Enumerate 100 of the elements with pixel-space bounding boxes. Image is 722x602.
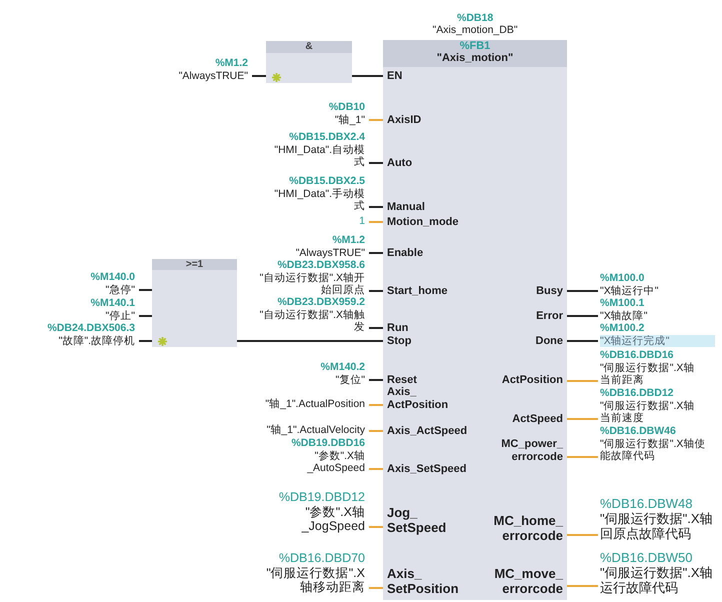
pin-label: Manual <box>387 200 425 214</box>
operand-name: "急停" <box>104 284 135 296</box>
connector-line <box>369 206 383 208</box>
function-block <box>383 40 567 600</box>
operand-address: %DB23.DBX959.2 <box>276 296 365 309</box>
operand-name: "伺服运行数据".X轴运行故障代码 <box>600 565 714 595</box>
block-title: & <box>304 41 314 53</box>
operand-address: %M100.1 <box>600 297 646 310</box>
operand-name: "轴_1".ActualVelocity <box>266 424 365 437</box>
operand-address: %M1.2 <box>214 57 248 70</box>
instance-db-name: "Axis_motion_DB" <box>432 24 518 36</box>
pin-label: Jog_SetSpeed <box>387 504 448 534</box>
pin-label: ActSpeed <box>512 412 563 426</box>
connector-line <box>567 290 598 292</box>
operand-address: %DB19.DBD16 <box>290 437 365 450</box>
connector-line <box>369 221 383 223</box>
operand-address: %DB10 <box>328 101 365 114</box>
operand-address: %DB24.DBX506.3 <box>46 322 135 335</box>
pin-label: MC_move_errorcode <box>493 566 563 596</box>
connector-line <box>369 290 383 292</box>
instance-db-address: %DB18 <box>457 12 494 24</box>
pin-label: Axis_SetSpeed <box>387 462 466 476</box>
connector-line <box>567 380 598 382</box>
operand-address: %M100.0 <box>600 272 646 285</box>
connector-line <box>567 315 598 317</box>
pin-label: Enable <box>387 246 424 260</box>
operand-name: "伺服运行数据".X轴当前距离 <box>600 362 696 387</box>
pin-label: Busy <box>536 284 563 298</box>
pin-label: Reset <box>387 374 417 386</box>
connector-line <box>139 340 152 342</box>
connector-line <box>567 340 598 342</box>
operand-name: "参数".X轴_AutoSpeed <box>306 450 365 475</box>
operand-address: %DB15.DBX2.5 <box>288 175 365 188</box>
pin-label: MC_power_errorcode <box>500 438 563 464</box>
pin-label: Axis_SetPosition <box>387 566 460 596</box>
operand-name: "HMI_Data".自动模式 <box>273 144 365 169</box>
pin-label: Axis_ActSpeed <box>387 424 468 438</box>
connector-line <box>369 252 383 254</box>
operand-name: "X轴运行完成" <box>600 334 715 348</box>
connector-line <box>369 327 383 329</box>
operand-name: "伺服运行数据".X轴移动距离 <box>265 566 365 595</box>
connector-line <box>252 75 266 77</box>
operand-name: "AlwaysTRUE" <box>178 70 248 82</box>
connector-line <box>352 75 383 77</box>
connector-line <box>369 379 383 381</box>
block-name: "Axis_motion" <box>436 52 514 64</box>
pin-label: MC_home_errorcode <box>492 512 563 542</box>
pin-label: Error <box>536 310 563 322</box>
connector-line <box>369 468 383 470</box>
operand-address: %DB23.DBX958.6 <box>276 259 365 272</box>
pin-label: Stop <box>387 334 412 348</box>
operand-address: %DB16.DBD12 <box>600 387 675 400</box>
pin-label: Run <box>387 322 408 334</box>
pin-label: Axis_ActPosition <box>387 386 450 412</box>
logic-gate-block <box>152 259 237 347</box>
pin-label: Auto <box>387 156 412 170</box>
operand-address: %DB16.DBW46 <box>600 425 677 438</box>
operand-address: %DB16.DBW48 <box>600 496 694 511</box>
operand-name: "自动运行数据".X轴开始回原点 <box>258 272 365 297</box>
pin-label: ActPosition <box>502 374 563 386</box>
operand-name: "伺服运行数据".X轴当前速度 <box>600 400 696 425</box>
connector-line <box>369 162 383 164</box>
operand-name: "轴_1".ActualPosition <box>265 398 365 411</box>
connector-line <box>369 119 383 121</box>
operand-name: "伺服运行数据".X轴使能故障代码 <box>600 438 706 463</box>
operand-name: "AlwaysTRUE" <box>294 246 365 260</box>
connector-line <box>369 526 383 528</box>
connector-line <box>139 289 152 291</box>
operand-address: %DB16.DBD70 <box>278 551 365 566</box>
pin-label: Done <box>536 334 563 348</box>
operand-address: %M140.1 <box>90 297 135 310</box>
operand-address: %M140.2 <box>320 361 365 374</box>
connector-line <box>567 418 598 420</box>
connector-line <box>567 585 598 587</box>
operand-address: %M140.0 <box>90 271 135 284</box>
connector-line <box>567 456 598 458</box>
operand-address: %DB19.DBD12 <box>278 490 365 505</box>
operand-name: "X轴运行中" <box>600 284 660 298</box>
connector-line <box>369 587 383 589</box>
pin-label: EN <box>387 70 402 82</box>
pin-label: Start_home <box>387 284 448 298</box>
operand-address: %DB16.DBD16 <box>600 349 675 362</box>
operand-name: 1 <box>358 215 365 228</box>
operand-address: %M1.2 <box>331 234 365 247</box>
operand-name: "伺服运行数据".X轴回原点故障代码 <box>600 511 714 541</box>
operand-address: %DB16.DBW50 <box>600 550 694 565</box>
operand-name: "复位" <box>334 374 365 386</box>
connector-line <box>369 404 383 406</box>
block-title: >=1 <box>184 259 204 270</box>
pin-label: Motion_mode <box>387 216 459 228</box>
pin-label: AxisID <box>387 114 422 126</box>
connector-line <box>237 340 383 342</box>
operand-name: "故障".故障停机 <box>58 334 135 348</box>
operand-address: %M100.2 <box>600 322 646 335</box>
operand-name: "X轴故障" <box>600 310 648 322</box>
connector-line <box>369 430 383 432</box>
connector-line <box>567 534 598 536</box>
operand-name: "参数".X轴_JogSpeed <box>300 504 365 534</box>
logic-gate-block <box>266 41 352 83</box>
connector-line <box>139 315 152 317</box>
